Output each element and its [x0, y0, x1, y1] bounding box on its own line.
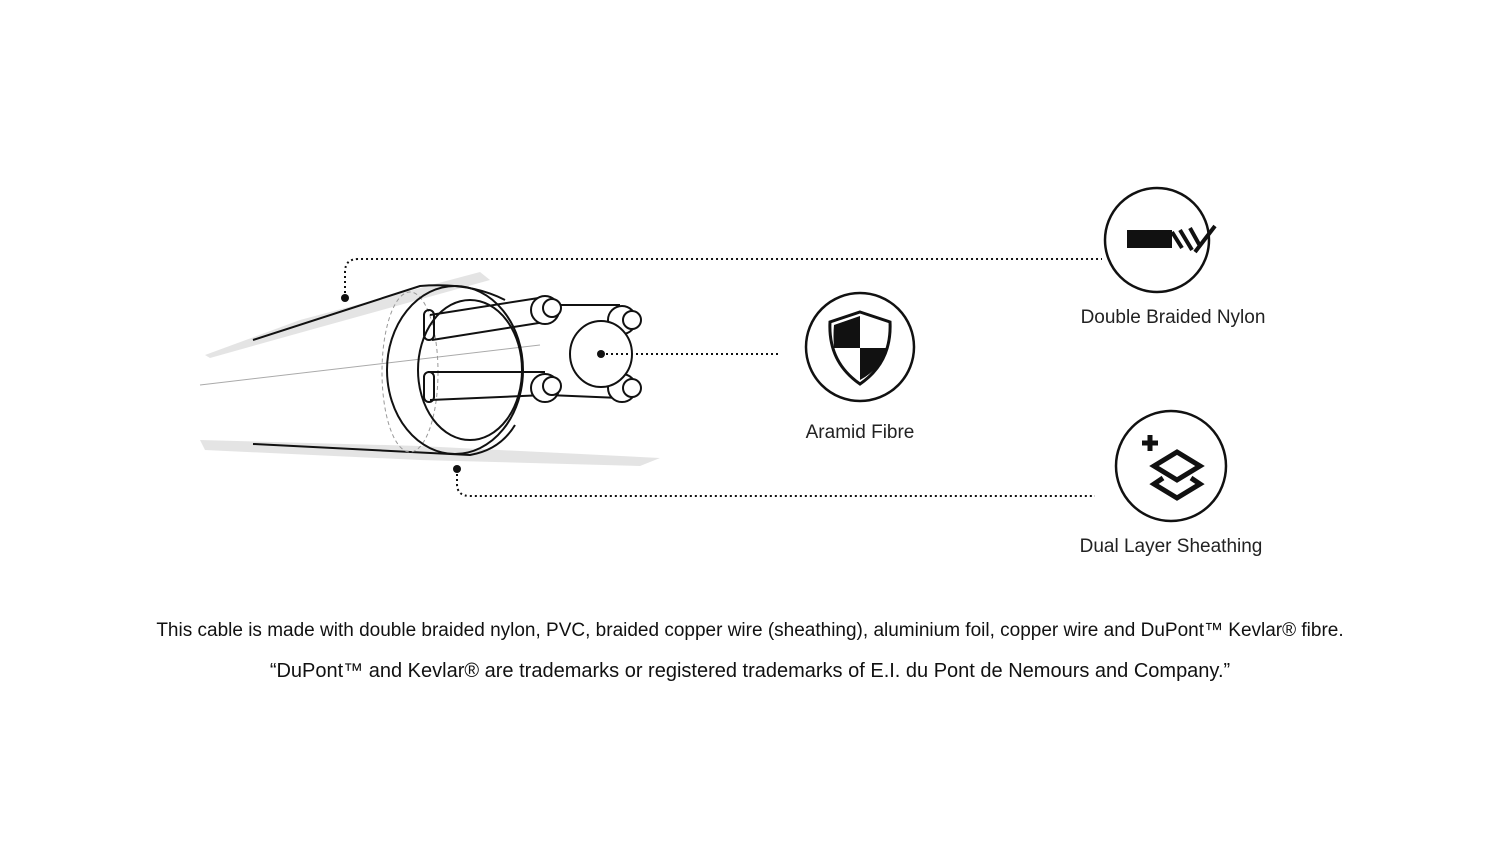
shield-icon	[804, 291, 916, 403]
layers-plus-icon	[1114, 409, 1228, 523]
leader-lines	[344, 258, 1102, 497]
feature-label-dual-layer-sheathing: Dual Layer Sheathing	[1079, 536, 1263, 557]
cable-jacket	[199, 284, 642, 457]
feature-label-aramid-fibre: Aramid Fibre	[805, 422, 915, 443]
leader-dots	[341, 294, 605, 473]
materials-caption: This cable is made with double braided n…	[156, 620, 1344, 641]
braided-nylon-icon	[1103, 186, 1217, 294]
trademark-caption: “DuPont™ and Kevlar® are trademarks or r…	[269, 660, 1231, 682]
feature-label-double-braided-nylon: Double Braided Nylon	[1080, 307, 1266, 328]
